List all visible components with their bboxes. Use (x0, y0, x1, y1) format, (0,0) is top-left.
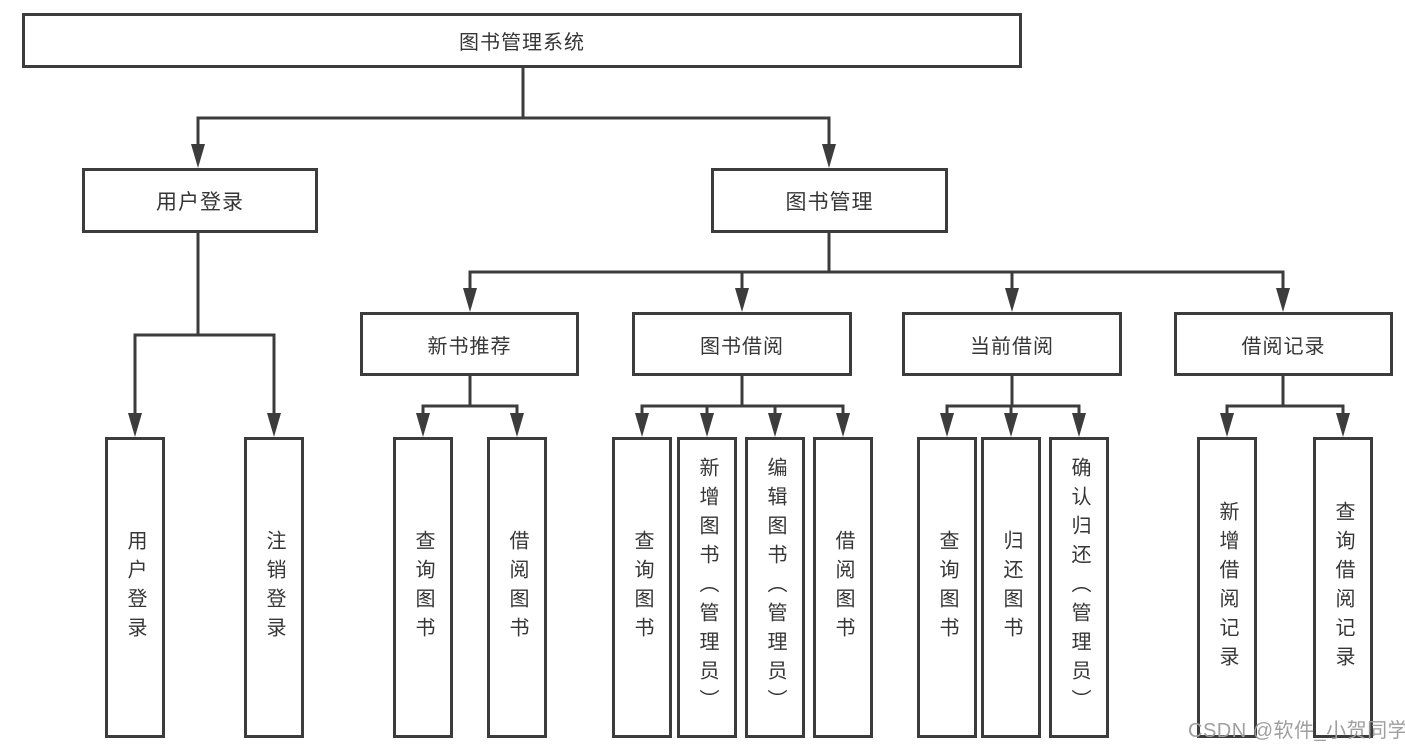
node-borrow-records: 借阅记录 (1174, 312, 1393, 376)
node-current-borrow: 当前借阅 (902, 312, 1122, 376)
node-label: 借阅图书 (506, 529, 528, 646)
node-label: 当前借阅 (970, 335, 1054, 358)
csdn-watermark: CSDN @软件_小贺同学 (1188, 720, 1405, 742)
node-label: 借阅记录 (1241, 335, 1326, 358)
node-label: 用户登录 (156, 190, 244, 214)
leaf-query-borrow-record: 查询借阅记录 (1313, 437, 1373, 738)
node-label: 查询图书 (936, 529, 958, 646)
leaf-edit-books-admin: 编辑图书（管理员） (745, 437, 805, 738)
node-book-management: 图书管理 (711, 168, 948, 233)
branch-book-borrow (635, 374, 850, 437)
leaf-recommend-borrow-books: 借阅图书 (487, 437, 547, 738)
leaf-return-books: 归还图书 (981, 437, 1041, 738)
branch-borrow-records (1220, 374, 1350, 437)
node-label: 注销登录 (263, 529, 285, 646)
branch-current-borrow (940, 374, 1086, 437)
node-label: 用户登录 (124, 529, 146, 646)
leaf-borrow-query-books: 查询图书 (612, 437, 672, 738)
node-label: 查询借阅记录 (1332, 500, 1354, 675)
node-label: 查询图书 (412, 529, 434, 646)
node-label: 查询图书 (631, 529, 653, 646)
leaf-add-books-admin: 新增图书（管理员） (677, 437, 737, 738)
branch-book-management (463, 231, 1290, 312)
node-label: 借阅图书 (832, 529, 854, 646)
leaf-add-borrow-record: 新增借阅记录 (1197, 437, 1257, 738)
node-user-login: 用户登录 (82, 168, 318, 233)
branch-new-book-recommend (416, 374, 524, 437)
node-label: 确认归还（管理员） (1068, 457, 1090, 718)
leaf-borrow-books: 借阅图书 (813, 437, 873, 738)
node-label: 新增图书（管理员） (696, 457, 718, 718)
node-label: 新增借阅记录 (1216, 500, 1238, 675)
branch-root (191, 66, 836, 168)
node-new-book-recommend: 新书推荐 (360, 312, 579, 376)
branch-user-login (128, 231, 281, 437)
node-book-borrow: 图书借阅 (632, 312, 852, 376)
node-label: 编辑图书（管理员） (764, 457, 786, 718)
node-label: 归还图书 (1000, 529, 1022, 646)
node-label: 图书管理 (785, 190, 874, 214)
leaf-confirm-return-admin: 确认归还（管理员） (1049, 437, 1109, 738)
leaf-user-login: 用户登录 (105, 437, 165, 738)
node-label: 图书借阅 (700, 335, 784, 358)
node-library-management-system: 图书管理系统 (22, 13, 1022, 68)
leaf-logout: 注销登录 (244, 437, 304, 738)
leaf-current-query-books: 查询图书 (917, 437, 977, 738)
leaf-recommend-query-books: 查询图书 (393, 437, 453, 738)
node-label: 图书管理系统 (459, 32, 585, 54)
node-label: 新书推荐 (427, 335, 512, 358)
